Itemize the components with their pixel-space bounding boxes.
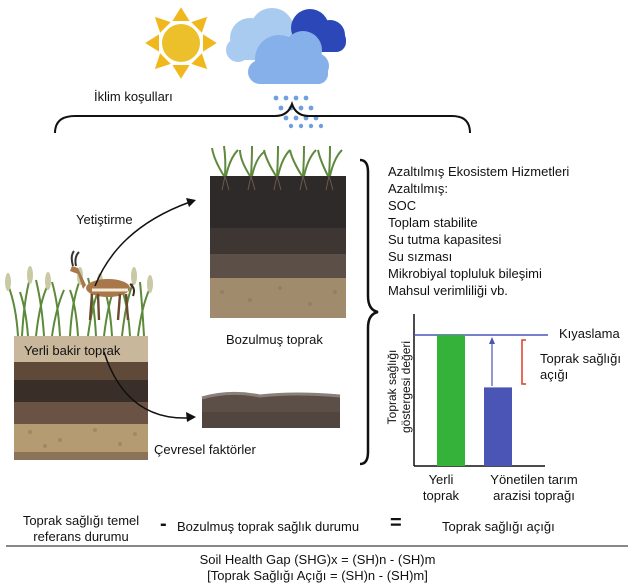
- cultivation-arrowhead: [186, 198, 196, 207]
- equation-term1-line: referans durumu: [33, 529, 129, 544]
- chart-ylabel-line: göstergesi değeri: [399, 340, 413, 434]
- equation-term1-line: Toprak sağlığı temel: [22, 513, 140, 528]
- gap-arrowhead: [489, 337, 495, 344]
- environmental-arrow: [103, 351, 189, 419]
- equation-minus: -: [160, 513, 167, 535]
- reduced-list: Azaltılmış Ekosistem Hizmetleri Azaltılm…: [388, 163, 569, 299]
- reduced-list-brace: [359, 158, 379, 466]
- category-label-line: Yerli: [428, 472, 454, 487]
- reduced-list-item: Mikrobiyal topluluk bileşimi: [388, 266, 542, 281]
- equation-term1: Toprak sağlığı temel referans durumu: [6, 513, 156, 545]
- climate-label: İklim koşulları: [94, 89, 173, 104]
- category-label-line: Yönetilen tarım: [490, 472, 578, 487]
- chart-ylabel-line: Toprak sağlığı: [385, 349, 399, 425]
- reduced-list-item: Mahsul verimliliği vb.: [388, 283, 508, 298]
- formula-line-1: Soil Health Gap (SHG)x = (SH)n - (SH)m: [199, 552, 436, 567]
- degraded-soil-profile: [210, 176, 346, 318]
- equation-term2: Bozulmuş toprak sağlık durumu: [177, 519, 360, 534]
- reduced-list-item: Su sızması: [388, 249, 453, 264]
- cultivation-arrow: [94, 201, 191, 287]
- category-label-native: Yerli toprak: [417, 472, 465, 504]
- gap-label-line: açığı: [540, 367, 569, 382]
- degraded-soil-label: Bozulmuş toprak: [226, 332, 323, 347]
- category-label-line: toprak: [422, 488, 460, 503]
- reduced-list-item: Azaltılmış Ekosistem Hizmetleri: [388, 164, 570, 179]
- environmental-label: Çevresel faktörler: [154, 442, 256, 457]
- chart: [413, 314, 548, 467]
- reduced-list-item: Azaltılmış:: [388, 181, 448, 196]
- reduced-list-item: SOC: [388, 198, 417, 213]
- formula-line-2: [Toprak Sağlığı Açığı = (SH)n - (SH)m]: [207, 568, 428, 583]
- gazelle-icon: [70, 250, 135, 321]
- crop-plants-icon: [211, 145, 343, 177]
- category-label-managed: Yönetilen tarım arazisi toprağı: [472, 472, 596, 504]
- equation-equals: =: [390, 512, 402, 534]
- climate-brace: [54, 100, 471, 134]
- gap-bracket: [521, 339, 526, 385]
- sun-icon: [145, 7, 217, 79]
- benchmark-label: Kıyaslama: [559, 326, 620, 341]
- cultivation-label: Yetiştirme: [76, 212, 133, 227]
- reduced-list-item: Su tutma kapasitesi: [388, 232, 502, 247]
- bar-managed-soil: [484, 387, 512, 466]
- eroded-soil-profile: [201, 391, 341, 428]
- environmental-arrowhead: [186, 412, 196, 422]
- rain-icon: [273, 95, 324, 129]
- category-label-line: arazisi toprağı: [493, 488, 575, 503]
- bar-native-soil: [437, 335, 465, 466]
- gap-label-line: Toprak sağlığı: [540, 351, 621, 366]
- equation-result: Toprak sağlığı açığı: [442, 519, 555, 534]
- reduced-list-item: Toplam stabilite: [388, 215, 478, 230]
- cloud-icon: [226, 8, 346, 84]
- gap-label: Toprak sağlığı açığı: [540, 351, 621, 383]
- roots-icon: [221, 175, 334, 191]
- native-soil-label: Yerli bakir toprak: [24, 343, 121, 358]
